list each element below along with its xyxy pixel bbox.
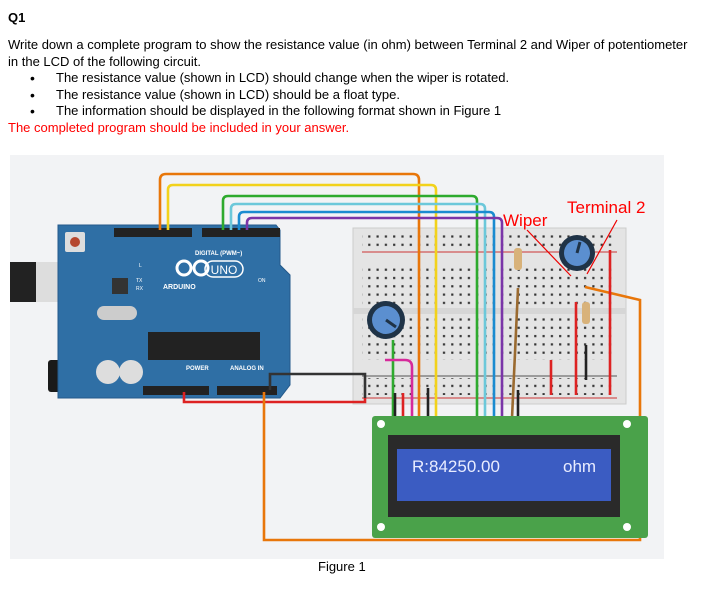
lcd-value: R:84250.00	[412, 457, 500, 476]
lcd-module: R:84250.00 ohm	[372, 416, 648, 538]
answer-note: The completed program should be included…	[8, 119, 350, 135]
question-body: Write down a complete program to show th…	[8, 37, 698, 136]
l-label: L	[139, 263, 142, 269]
reset-button	[70, 237, 80, 247]
potentiometer-terminal2[interactable]	[559, 235, 595, 271]
lcd-screen	[397, 449, 611, 501]
terminal2-arrow	[586, 219, 618, 275]
resistor	[514, 248, 522, 270]
usb-cable	[10, 262, 40, 302]
tx-label: TX	[136, 278, 143, 284]
question-intro: Write down a complete program to show th…	[8, 37, 688, 69]
circuit-figure: UNO ARDUINO DIGITAL (PWM~) POWER ANALOG …	[10, 155, 664, 559]
digital-label: DIGITAL (PWM~)	[195, 251, 242, 257]
circuit-diagram: UNO ARDUINO DIGITAL (PWM~) POWER ANALOG …	[10, 172, 648, 542]
requirements-list: The resistance value (shown in LCD) shou…	[8, 70, 698, 120]
rx-label: RX	[136, 286, 144, 292]
wiper-arrow	[526, 229, 572, 277]
wiper-label: Wiper	[503, 211, 548, 230]
arduino-logo: ARDUINO	[163, 284, 196, 291]
power-label: POWER	[186, 366, 209, 372]
resistor	[582, 302, 590, 324]
requirement-item: The resistance value (shown in LCD) shou…	[30, 87, 698, 104]
terminal2-label: Terminal 2	[567, 198, 645, 217]
question-label: Q1	[8, 10, 26, 25]
wires	[158, 172, 642, 542]
potentiometer[interactable]	[367, 301, 405, 339]
requirement-item: The information should be displayed in t…	[30, 103, 698, 120]
on-label: ON	[258, 278, 266, 284]
uno-logo: UNO	[211, 263, 238, 277]
analog-label: ANALOG IN	[230, 366, 264, 372]
figure-caption: Figure 1	[318, 559, 366, 574]
requirement-item: The resistance value (shown in LCD) shou…	[30, 70, 698, 87]
lcd-unit: ohm	[563, 457, 596, 476]
arduino-board: UNO ARDUINO DIGITAL (PWM~) POWER ANALOG …	[57, 224, 291, 399]
